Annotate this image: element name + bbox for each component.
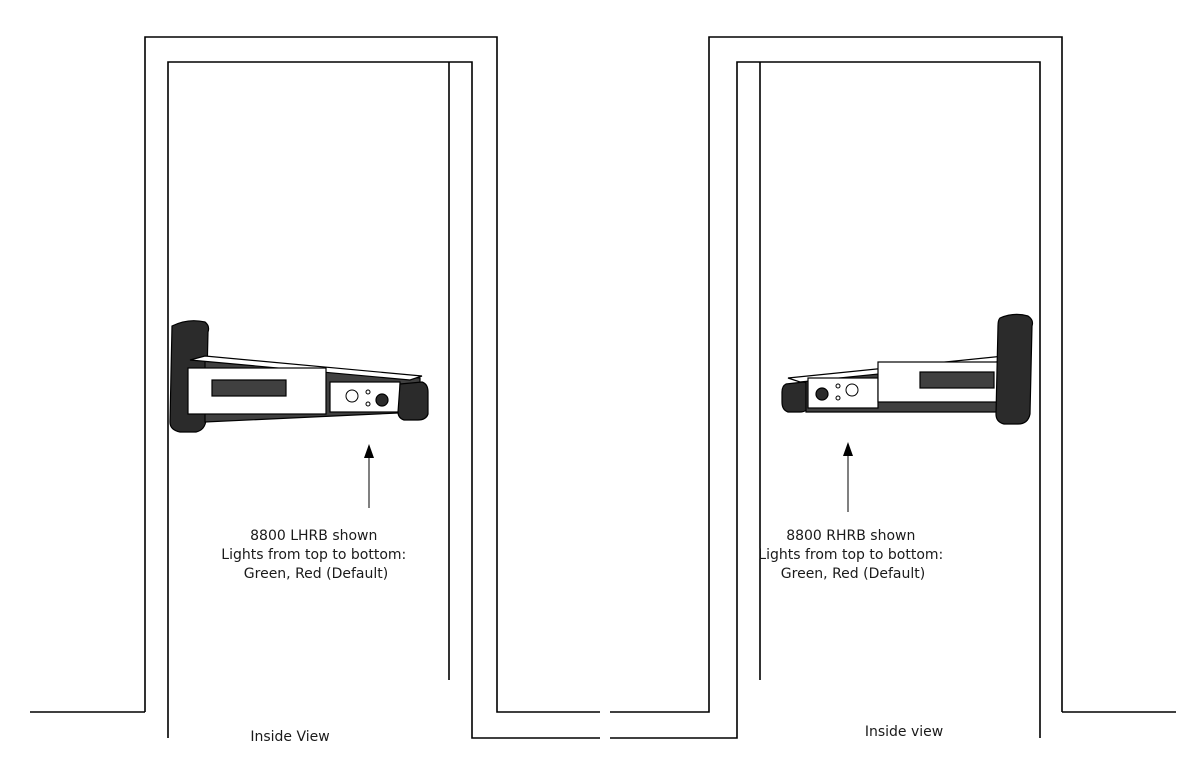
left-door-leaf-outline [167,61,600,739]
right-caption-line-1: 8800 RHRB shown [786,528,915,544]
left-green-light [365,389,371,395]
left-caption-line-3: Green, Red (Default) [244,566,388,582]
left-touch-pad-slot [211,379,287,397]
right-view-label: Inside view [865,724,943,740]
left-strike-end [397,381,429,421]
left-speaker-icon [345,389,359,403]
left-caption-line-2: Lights from top to bottom: [221,547,406,563]
right-caption-line-2: Lights from top to bottom: [758,547,943,563]
right-outer-frame [610,36,1063,713]
left-keyhole-icon [375,393,389,407]
left-lock-module [329,381,401,413]
left-arrow-head [364,444,374,458]
right-speaker-icon [845,383,859,397]
left-caption-line-1: 8800 LHRB shown [250,528,377,544]
right-red-light [835,395,841,401]
right-keyhole-icon [815,387,829,401]
right-end-cap [995,313,1034,425]
left-exit-device [169,320,429,433]
right-arrow-head [843,442,853,456]
right-exit-device [781,313,1034,425]
right-door-leaf-outline [610,61,1041,739]
right-touch-pad-slot [919,371,995,389]
right-green-light [835,383,841,389]
left-red-light [365,401,371,407]
left-view-label: Inside View [250,729,329,745]
right-door: 8800 RHRB shown Lights from top to botto… [610,36,1176,740]
left-outer-frame [144,36,600,713]
right-caption: 8800 RHRB shown Lights from top to botto… [758,528,947,582]
right-caption-line-3: Green, Red (Default) [781,566,925,582]
left-caption: 8800 LHRB shown Lights from top to botto… [221,528,410,582]
left-door: 8800 LHRB shown Lights from top to botto… [30,36,600,745]
